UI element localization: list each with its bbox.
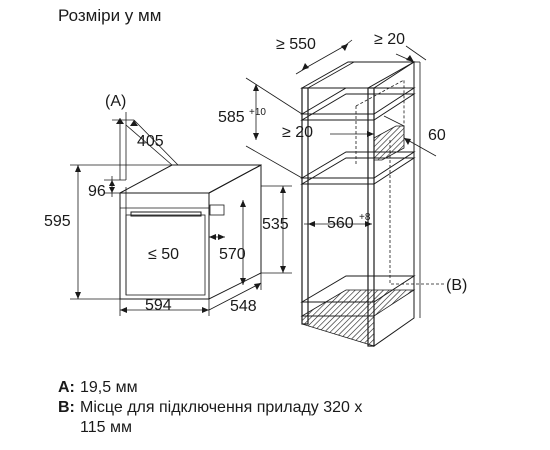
gap-20-top-label: ≥ 20 — [374, 31, 405, 48]
legend-key-b: B: — [58, 399, 75, 416]
height-585-tolerance: +10 — [249, 107, 266, 118]
gap-20-mid-label: ≥ 20 — [282, 124, 313, 141]
gap-50-label: ≤ 50 — [148, 246, 179, 263]
vent-60-label: 60 — [428, 127, 446, 144]
depth-550-label: ≥ 550 — [276, 36, 316, 53]
cabinet-drawing — [300, 61, 444, 347]
oven-drawing — [119, 164, 262, 300]
width-560-label: 560 — [327, 215, 354, 232]
depth-548-label: 548 — [230, 298, 257, 315]
depth-405-label: 405 — [137, 133, 164, 150]
legend-text-a: 19,5 мм — [80, 379, 138, 396]
dimensions-title: Розміри у мм — [58, 6, 162, 25]
legend-text-b-continued: 115 мм — [80, 419, 132, 436]
height-535-label: 535 — [262, 216, 289, 233]
fascia-96-label: 96 — [88, 183, 106, 200]
height-585-label: 585 — [218, 109, 245, 126]
callout-b-label: (B) — [446, 277, 467, 294]
oven-dimension-lines — [70, 112, 292, 316]
legend-row-b: B: Місце для підключення приладу 320 x — [58, 398, 362, 418]
legend: A: 19,5 мм B: Місце для підключення прил… — [58, 378, 362, 438]
legend-text-b: Місце для підключення приладу 320 x — [80, 399, 363, 416]
legend-row-a: A: 19,5 мм — [58, 378, 362, 398]
cabinet-dimension-lines — [245, 39, 437, 227]
height-595-label: 595 — [44, 213, 71, 230]
height-570-label: 570 — [219, 246, 246, 263]
callout-a-label: (A) — [105, 93, 126, 110]
width-594-label: 594 — [145, 297, 172, 314]
width-560-tolerance: +8 — [359, 212, 371, 223]
legend-key-a: A: — [58, 379, 75, 396]
